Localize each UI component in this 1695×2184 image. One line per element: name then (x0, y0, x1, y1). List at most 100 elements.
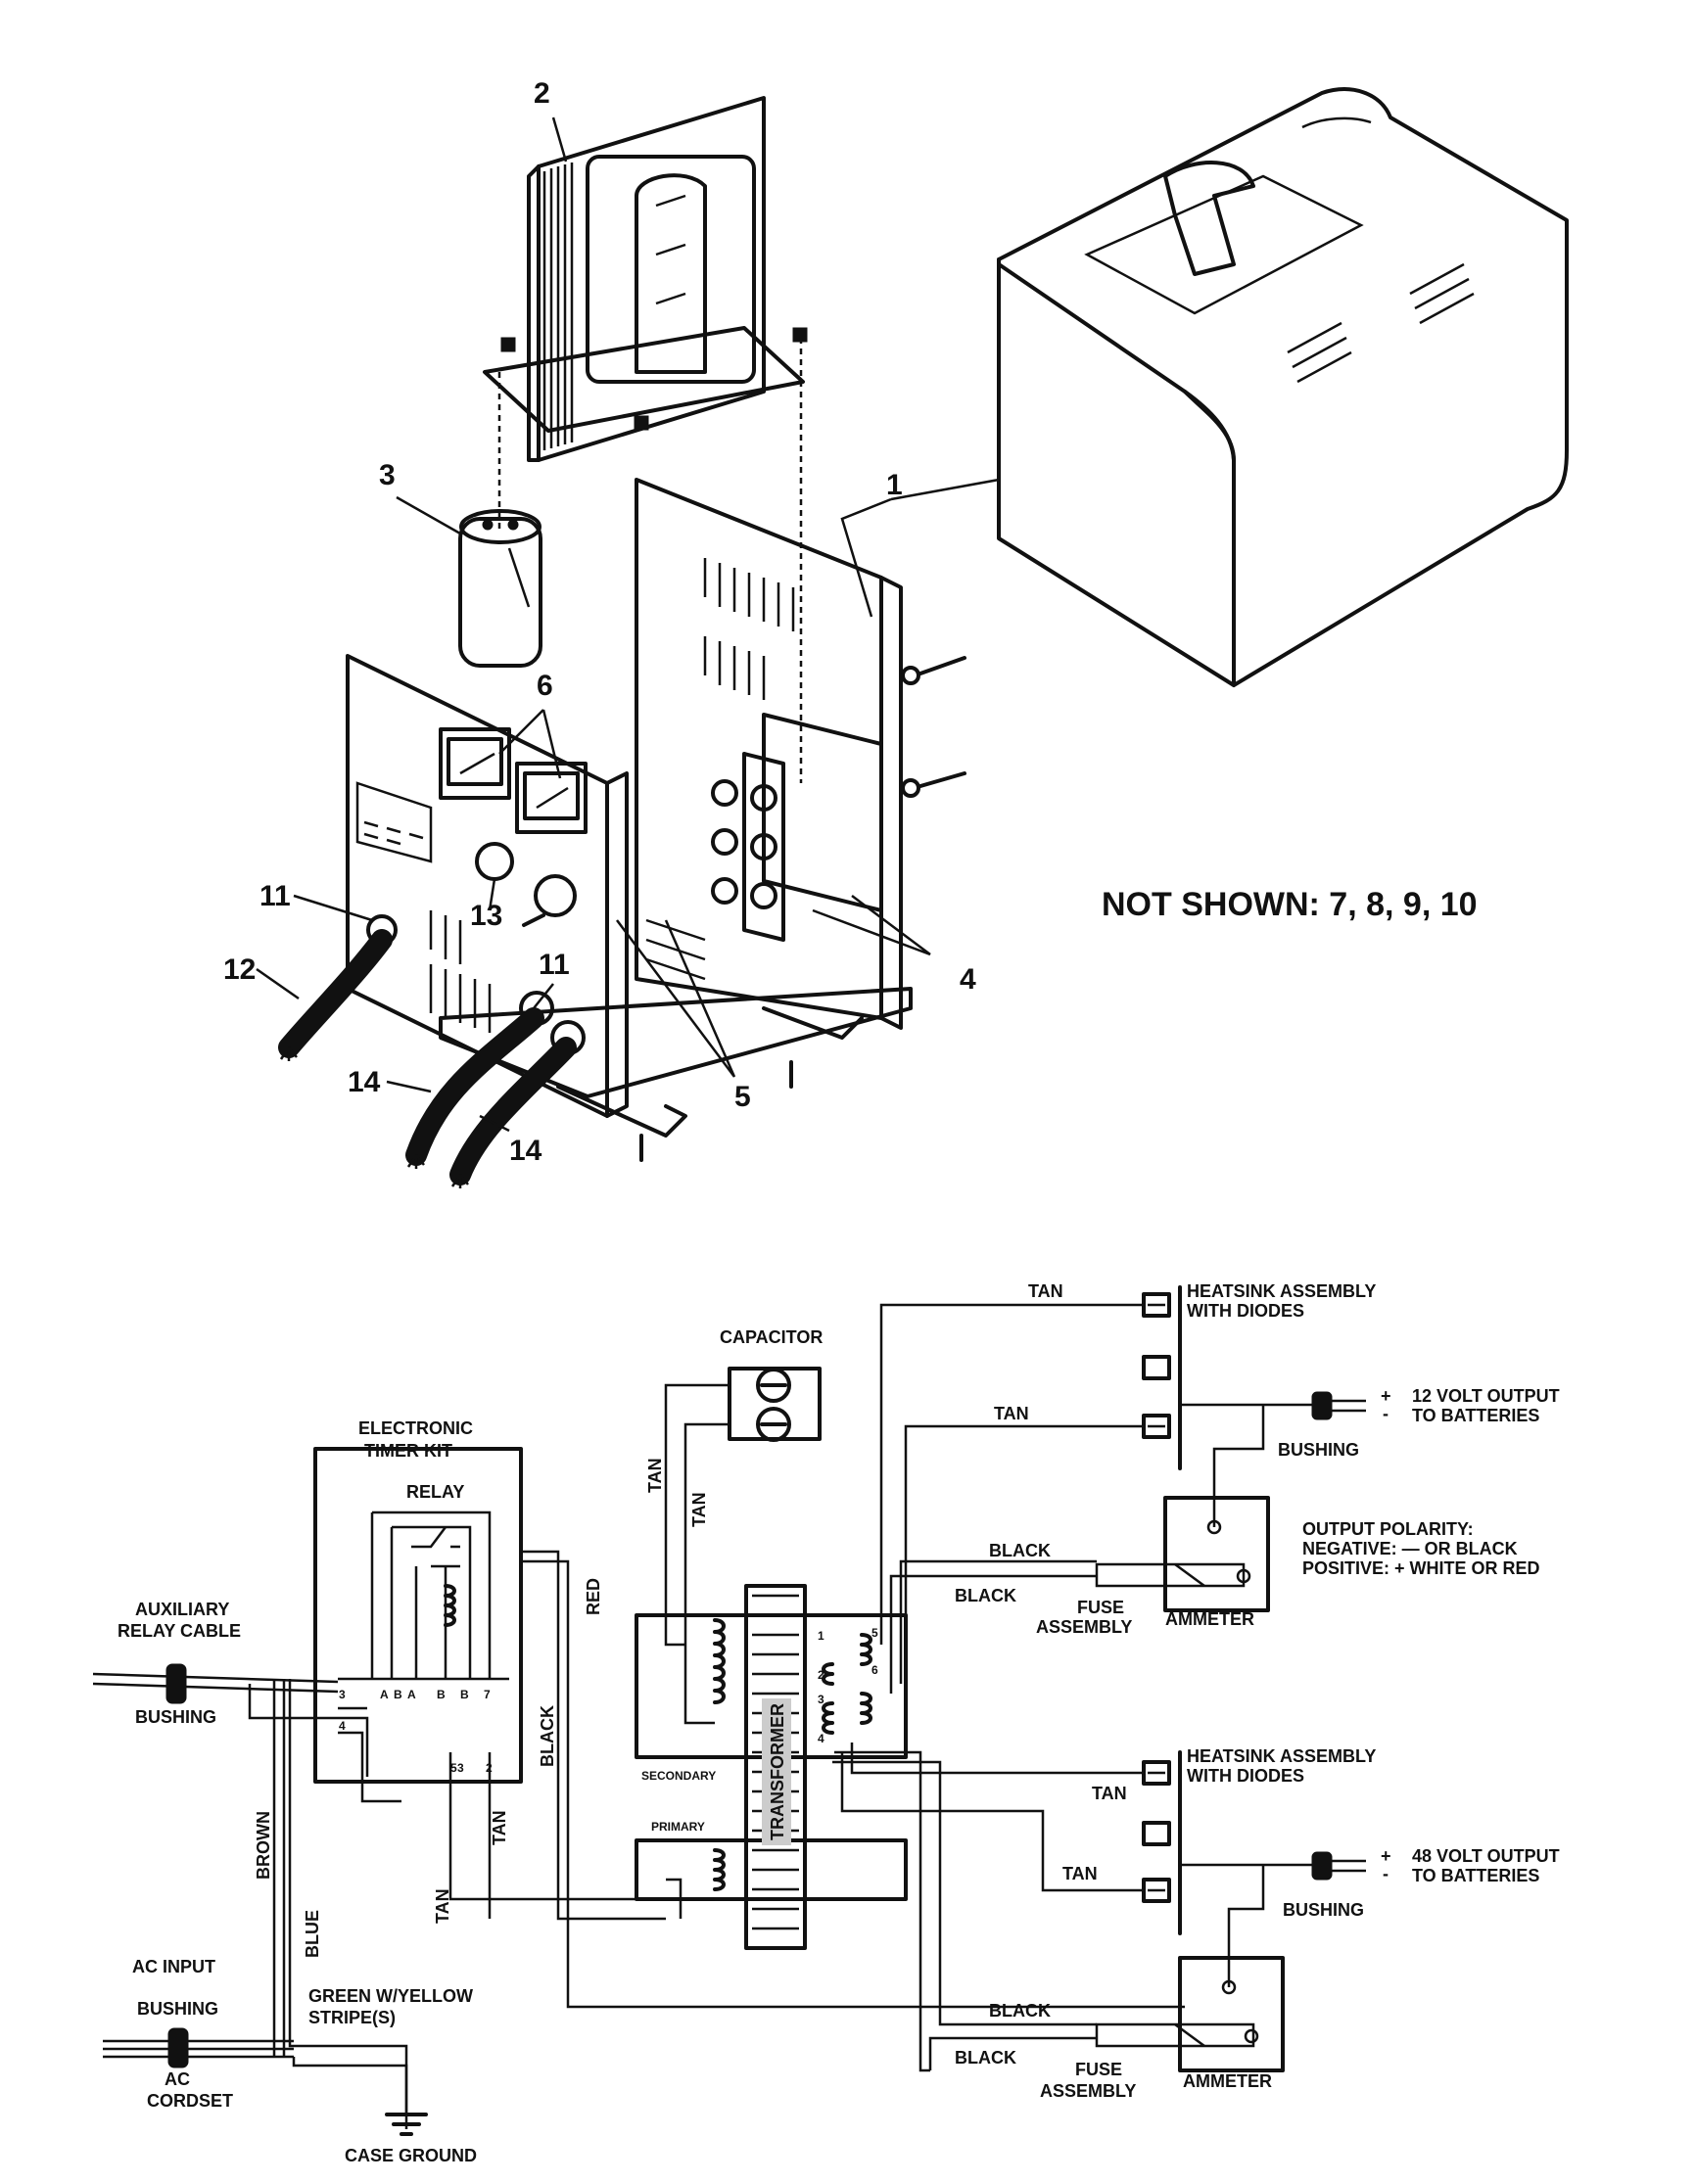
svg-text:-: - (1383, 1864, 1389, 1883)
cover-part (997, 87, 1569, 687)
svg-text:3: 3 (339, 1688, 346, 1701)
exploded-parts-view: 2 3 1 6 11 12 13 11 14 14 5 4 NOT SHOWN:… (223, 77, 1569, 1188)
ac-input-label: AC INPUT (132, 1957, 215, 1976)
svg-text:A: A (380, 1688, 389, 1701)
wire-blue-label: BLUE (303, 1910, 322, 1958)
aux-bushing-label: BUSHING (135, 1707, 216, 1727)
polarity-line-3: POSITIVE: + WHITE OR RED (1302, 1558, 1540, 1578)
transformer-part (483, 96, 808, 462)
ammeter-12v (1163, 1496, 1270, 1612)
callout-11: 11 (539, 949, 570, 981)
timer-kit-box (313, 1447, 523, 1784)
cords (278, 929, 577, 1188)
wire-tan-label-timer: TAN (490, 1810, 509, 1845)
ac-cordset-label-2: CORDSET (147, 2091, 233, 2111)
bushing-48v (1311, 1851, 1333, 1881)
svg-text:HEATSINK ASSEMBLY: HEATSINK ASSEMBLY (1187, 1746, 1376, 1766)
wire-black-48v-1: BLACK (989, 2001, 1051, 2021)
not-shown-note: NOT SHOWN: 7, 8, 9, 10 (1102, 886, 1478, 923)
svg-text:6: 6 (871, 1663, 878, 1677)
out12-label-1: 12 VOLT OUTPUT (1412, 1386, 1560, 1406)
aux-cable-label-2: RELAY CABLE (118, 1621, 241, 1641)
fuse-48v-label-2: ASSEMBLY (1040, 2081, 1136, 2101)
callout-14-panel: 13 (470, 900, 502, 932)
green-wire-label-2: STRIPE(S) (308, 2008, 396, 2027)
svg-text:WITH DIODES: WITH DIODES (1187, 1766, 1304, 1786)
green-wire-label-1: GREEN W/YELLOW (308, 1986, 473, 2006)
svg-text:-: - (1383, 1404, 1389, 1423)
chassis-base (439, 987, 913, 1138)
svg-text:2: 2 (818, 1668, 824, 1682)
out48-label-2: TO BATTERIES (1412, 1866, 1539, 1885)
ac-cordset-label-1: AC (165, 2069, 190, 2089)
wire-red-label: RED (584, 1578, 603, 1615)
timer-kit-label-2: TIMER KIT (364, 1441, 452, 1461)
capacitor-label: CAPACITOR (720, 1327, 823, 1347)
transformer-schematic: TRANSFORMER SECONDARY PRIMARY 1 5 6 2 3 … (635, 1584, 908, 1950)
wiring-schematic: ELECTRONIC TIMER KIT RELAY 3 4 A B A B B… (92, 1281, 1560, 2165)
svg-text:A: A (407, 1688, 416, 1701)
fuse-12v-label-1: FUSE (1077, 1598, 1124, 1617)
svg-text:B: B (394, 1688, 402, 1701)
chassis-back-panel (625, 478, 903, 1047)
screws (522, 656, 966, 1162)
wire-tan-12v-top: TAN (1028, 1281, 1063, 1301)
capacitor-box (728, 1367, 822, 1441)
capacitor-part (458, 509, 542, 668)
svg-text:1: 1 (818, 1629, 824, 1643)
callout-6: 6 (537, 670, 553, 702)
wire-black-12v-2: BLACK (955, 1586, 1016, 1605)
wire-black-label-timer: BLACK (538, 1705, 557, 1767)
wire-tan-12v-mid: TAN (994, 1404, 1029, 1423)
callout-14-cord-upper: 14 (348, 1066, 381, 1098)
ammeter-48v-label: AMMETER (1183, 2071, 1272, 2091)
secondary-label: SECONDARY (641, 1769, 716, 1783)
polarity-line-2: NEGATIVE: — OR BLACK (1302, 1539, 1518, 1558)
case-ground-label: CASE GROUND (345, 2146, 477, 2165)
ammeter-12v-label: AMMETER (1165, 1609, 1254, 1629)
callout-5: 5 (734, 1081, 751, 1113)
fuse-12v-label-2: ASSEMBLY (1036, 1617, 1132, 1637)
out48-label-1: 48 VOLT OUTPUT (1412, 1846, 1560, 1866)
wire-tan-48v-mid: TAN (1062, 1864, 1098, 1883)
svg-text:+: + (1381, 1846, 1391, 1866)
aux-bushing (165, 1663, 187, 1704)
svg-text:B: B (437, 1688, 446, 1701)
ac-bushing-label: BUSHING (137, 1999, 218, 2019)
fuse-12v (1095, 1562, 1246, 1588)
wire-tan-48v-top: TAN (1092, 1784, 1127, 1803)
bushing-48v-label: BUSHING (1283, 1900, 1364, 1920)
svg-text:7: 7 (484, 1688, 491, 1701)
wire-tan-cap-2: TAN (689, 1492, 709, 1527)
svg-text:4: 4 (339, 1719, 346, 1733)
svg-text:5: 5 (450, 1761, 457, 1775)
transformer-label: TRANSFORMER (768, 1703, 787, 1840)
callout-3: 3 (379, 459, 396, 491)
out12-label-2: TO BATTERIES (1412, 1406, 1539, 1425)
bushing-12v (1311, 1391, 1333, 1420)
primary-label: PRIMARY (651, 1820, 705, 1834)
wire-black-48v-2: BLACK (955, 2048, 1016, 2068)
wire-tan-label-left: TAN (433, 1888, 452, 1924)
callout-4: 4 (960, 963, 976, 996)
bushing-12v-label: BUSHING (1278, 1440, 1359, 1460)
ground-symbol (385, 2113, 428, 2136)
relay-label: RELAY (406, 1482, 464, 1502)
callout-14-cord-lower: 14 (509, 1135, 542, 1167)
svg-text:5: 5 (871, 1626, 878, 1640)
front-panel (346, 654, 629, 1118)
timer-kit-label-1: ELECTRONIC (358, 1418, 473, 1438)
svg-text:B: B (460, 1688, 469, 1701)
heatsink-12v: HEATSINK ASSEMBLY WITH DIODES (1142, 1281, 1376, 1470)
svg-text:HEATSINK ASSEMBLY: HEATSINK ASSEMBLY (1187, 1281, 1376, 1301)
callout-1: 1 (886, 469, 903, 501)
callout-13: 12 (223, 953, 256, 986)
svg-text:3: 3 (457, 1761, 464, 1775)
ammeter-48v (1178, 1956, 1285, 2072)
ac-bushing (167, 2027, 189, 2068)
leader-lines (256, 116, 1000, 1133)
wire-black-12v-1: BLACK (989, 1541, 1051, 1560)
svg-text:WITH DIODES: WITH DIODES (1187, 1301, 1304, 1321)
svg-text:3: 3 (818, 1693, 824, 1706)
